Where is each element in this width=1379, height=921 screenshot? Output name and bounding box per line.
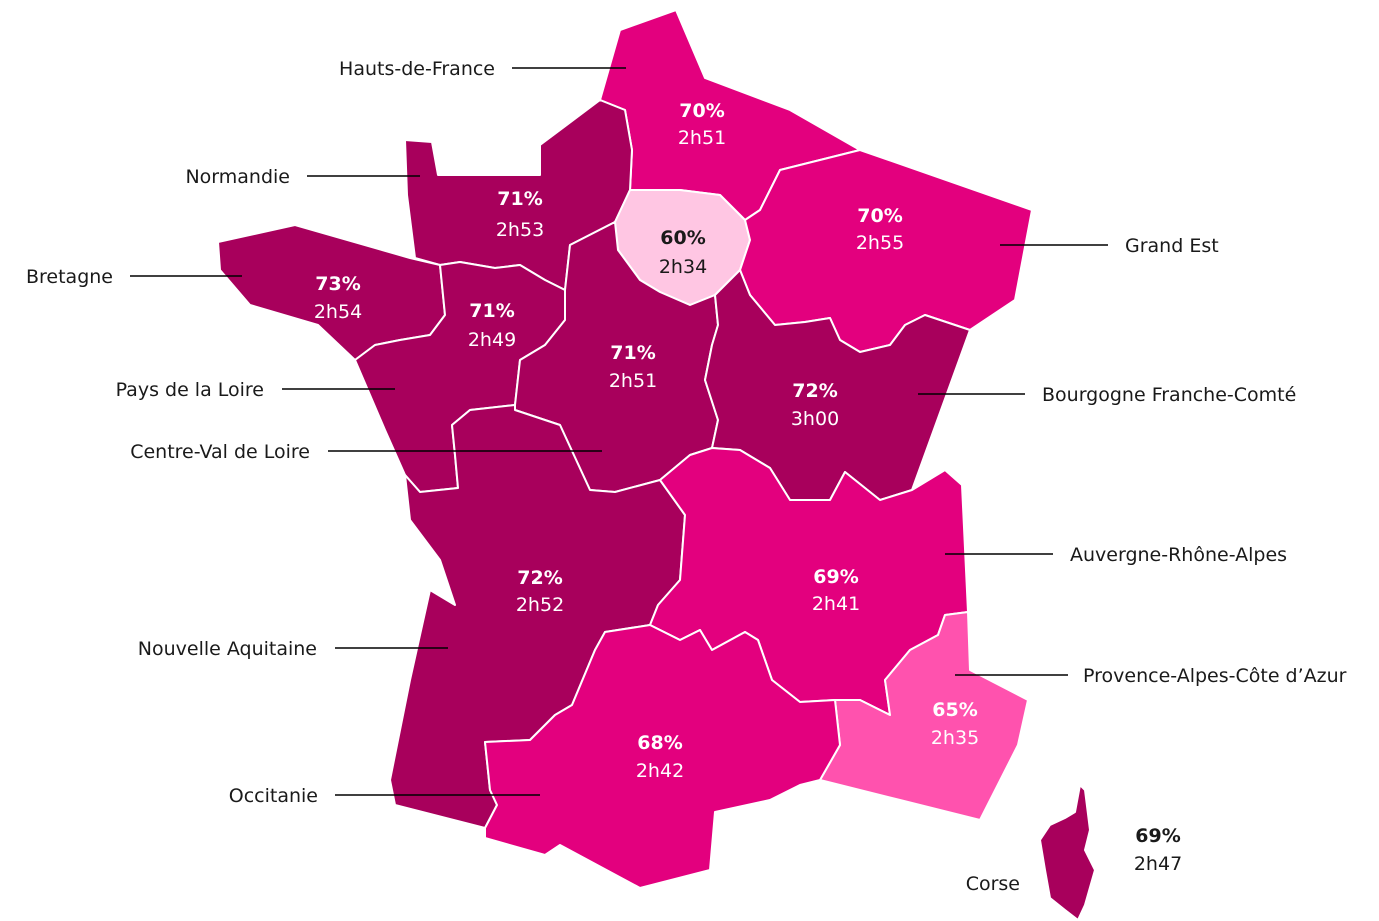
region-duration-provence-alpes-cote-dazur: 2h35	[931, 727, 979, 749]
region-name-bretagne: Bretagne	[26, 266, 113, 288]
region-shape-occitanie[interactable]	[484, 624, 841, 889]
region-duration-centre-val-de-loire: 2h51	[609, 370, 657, 392]
region-duration-bourgogne-franche-comte: 3h00	[791, 408, 839, 430]
region-share-normandie: 71%	[497, 188, 542, 210]
region-name-normandie: Normandie	[185, 166, 290, 188]
region-duration-grand-est: 2h55	[856, 232, 904, 254]
region-share-ile-de-france: 60%	[660, 227, 705, 249]
region-shapes	[217, 9, 1096, 921]
region-duration-pays-de-la-loire: 2h49	[468, 329, 516, 351]
region-share-bourgogne-franche-comte: 72%	[792, 380, 837, 402]
region-name-pays-de-la-loire: Pays de la Loire	[116, 379, 264, 401]
region-share-pays-de-la-loire: 71%	[469, 300, 514, 322]
region-name-grand-est: Grand Est	[1125, 235, 1219, 257]
region-name-occitanie: Occitanie	[229, 785, 318, 807]
region-name-nouvelle-aquitaine: Nouvelle Aquitaine	[138, 638, 317, 660]
region-share-corse: 69%	[1135, 825, 1180, 847]
region-name-bourgogne-franche-comte: Bourgogne Franche-Comté	[1042, 384, 1296, 406]
region-name-centre-val-de-loire: Centre-Val de Loire	[130, 441, 310, 463]
region-share-bretagne: 73%	[315, 273, 360, 295]
region-name-provence-alpes-cote-dazur: Provence-Alpes-Côte d’Azur	[1083, 665, 1347, 687]
region-share-auvergne-rhone-alpes: 69%	[813, 566, 858, 588]
region-share-centre-val-de-loire: 71%	[610, 342, 655, 364]
leader-lines	[130, 67, 1108, 796]
region-share-occitanie: 68%	[637, 732, 682, 754]
region-duration-bretagne: 2h54	[314, 301, 362, 323]
region-share-grand-est: 70%	[857, 205, 902, 227]
region-name-auvergne-rhone-alpes: Auvergne-Rhône-Alpes	[1070, 544, 1287, 566]
region-duration-auvergne-rhone-alpes: 2h41	[812, 593, 860, 615]
region-duration-hauts-de-france: 2h51	[678, 127, 726, 149]
region-names: Hauts-de-France Normandie Grand Est Bret…	[26, 58, 1347, 895]
region-share-hauts-de-france: 70%	[679, 100, 724, 122]
region-share-provence-alpes-cote-dazur: 65%	[932, 699, 977, 721]
region-share-nouvelle-aquitaine: 72%	[517, 567, 562, 589]
region-values: 70% 2h51 71% 2h53 60% 2h34 70% 2h55 73% …	[314, 100, 1182, 875]
region-duration-occitanie: 2h42	[636, 760, 684, 782]
region-shape-corse[interactable]	[1039, 784, 1096, 921]
region-duration-corse: 2h47	[1134, 853, 1182, 875]
region-name-hauts-de-france: Hauts-de-France	[339, 58, 495, 80]
region-duration-normandie: 2h53	[496, 219, 544, 241]
region-name-corse: Corse	[966, 873, 1020, 895]
region-duration-nouvelle-aquitaine: 2h52	[516, 594, 564, 616]
region-duration-ile-de-france: 2h34	[659, 256, 707, 278]
